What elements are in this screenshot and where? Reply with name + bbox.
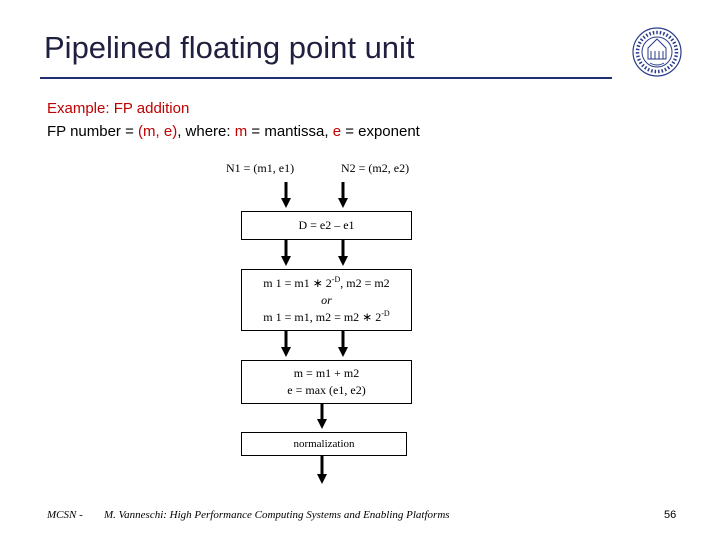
definition-text: = mantissa,: [247, 123, 333, 140]
fp-number-definition: FP number = (m, e), where: m = mantissa,…: [47, 123, 420, 140]
stage2-line1-exponent: -D: [331, 274, 341, 284]
stage1-label: D = e2 – e1: [298, 218, 355, 232]
stage2-line2-text: m 1 = m1, m2 = m2 ∗ 2: [263, 309, 382, 324]
university-seal-icon: [632, 27, 682, 77]
stage4-label: normalization: [293, 437, 355, 450]
title-divider: [40, 77, 612, 79]
definition-e: e: [332, 123, 342, 140]
stage-mantissa-shift: m 1 = m1 ∗ 2-D, m2 = m2 or m 1 = m1, m2 …: [241, 269, 412, 331]
stage-normalization: normalization: [241, 432, 407, 456]
stage2-line1-text: , m2 = m2: [340, 275, 390, 290]
input-n2-label: N2 = (m2, e2): [341, 161, 410, 175]
definition-text: , where:: [177, 123, 235, 140]
stage-add-mantissas: m = m1 + m2 e = max (e1, e2): [241, 360, 412, 404]
stage3-line2: e = max (e1, e2): [287, 383, 366, 397]
stage2-line1-text: m 1 = m1 ∗ 2: [263, 275, 332, 290]
definition-pair: (m, e): [138, 123, 178, 140]
stage-exponent-difference: D = e2 – e1: [241, 211, 412, 240]
page-number: 56: [664, 509, 677, 521]
footer-citation: M. Vanneschi: High Performance Computing…: [104, 509, 450, 521]
footer-course: MCSN -: [47, 509, 83, 521]
stage2-line2-exponent: -D: [381, 308, 390, 318]
stage3-line1: m = m1 + m2: [293, 366, 360, 380]
slide-title: Pipelined floating point unit: [44, 30, 415, 65]
example-heading: Example: FP addition: [47, 100, 190, 117]
stage2-or: or: [321, 292, 332, 307]
definition-text: FP number =: [47, 123, 139, 140]
stage2-line2: m 1 = m1, m2 = m2 ∗ 2-D: [263, 309, 389, 326]
definition-text: = exponent: [341, 123, 420, 140]
input-n1-label: N1 = (m1, e1): [226, 161, 295, 175]
stage2-line1: m 1 = m1 ∗ 2-D, m2 = m2: [263, 275, 389, 292]
definition-m: m: [234, 123, 248, 140]
